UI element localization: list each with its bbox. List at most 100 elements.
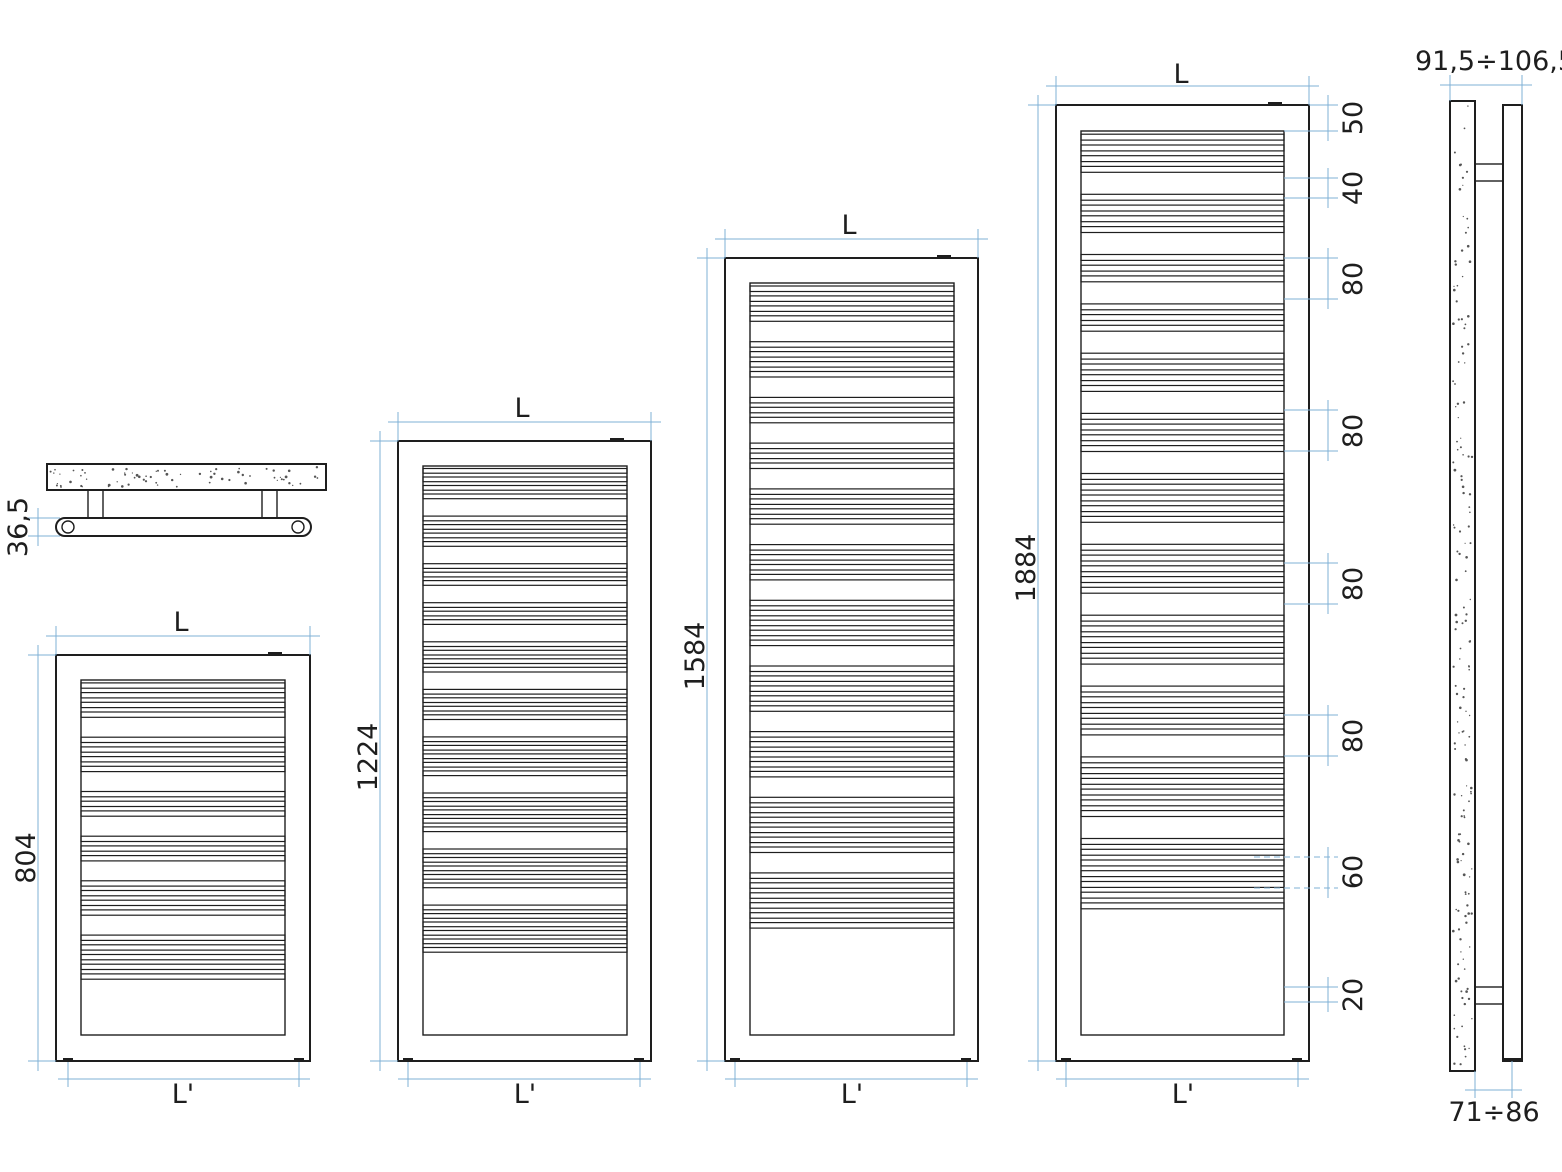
tube-bar [80,701,286,709]
texture-speck [1467,226,1469,229]
panel-1584-frame [724,257,979,1062]
top-view-tube-left [61,520,75,534]
texture-speck [1456,402,1460,405]
texture-speck [315,466,319,469]
texture-speck [228,478,231,482]
texture-speck [276,479,278,481]
texture-speck [209,475,213,479]
tube-bar [749,543,955,551]
texture-speck [1460,860,1462,862]
texture-speck [1466,785,1468,787]
texture-speck [1462,184,1464,186]
texture-speck [213,472,216,475]
panel-1884-tubes [1080,133,1285,910]
texture-speck [175,485,178,488]
tube-bar [80,854,286,862]
panel-1584-width-label: L [841,210,856,241]
texture-speck [84,472,86,474]
panel-1224-inner-width-label: L' [514,1079,536,1110]
tube-bar [749,285,955,293]
texture-speck [1468,260,1472,264]
texture-speck [1462,809,1465,812]
texture-speck [127,483,130,486]
tube-bar [1080,685,1285,693]
tube-bar [422,736,628,743]
tube-bar [1080,859,1285,867]
tube-bar [1080,363,1285,371]
texture-speck [81,469,84,471]
texture-speck [1465,170,1469,173]
texture-speck [1465,990,1468,993]
panel-1584-inner-width-label: L' [841,1079,863,1110]
tube-bar [1080,204,1285,212]
texture-speck [1470,790,1472,793]
tube-bar [422,571,628,578]
texture-speck [1463,687,1466,690]
texture-speck [1455,300,1458,303]
tube-bar [749,685,955,693]
panel-804-width-label: L [173,607,188,638]
texture-speck [279,476,281,478]
texture-speck [1465,613,1468,616]
tube-bar [1080,303,1285,311]
panel-1584-height-label: 1584 [680,622,711,691]
tube-bar [1080,483,1285,491]
texture-speck [1452,461,1455,464]
tube-bar [422,523,628,530]
panel-1224-height-label: 1224 [353,723,384,792]
texture-speck [280,478,283,481]
texture-speck [1468,665,1470,667]
texture-speck [1456,440,1458,443]
tube-bar [749,488,955,495]
tube-bar [749,639,955,647]
texture-speck [198,472,202,476]
texture-speck [1453,151,1456,154]
tube-bar [749,396,955,404]
texture-speck [124,473,127,476]
texture-speck [1457,417,1459,419]
spacing-label-6: 80 [1338,719,1369,753]
texture-speck [237,470,240,474]
texture-speck [1456,448,1459,451]
tube-bar [1080,646,1285,654]
tube-bar [749,406,955,414]
tube-bar [1080,756,1285,764]
texture-speck [1464,362,1466,364]
texture-speck [1454,628,1457,631]
tube-bar [749,902,955,909]
texture-speck [1461,622,1464,625]
texture-speck [1467,997,1471,1001]
tube-bar [422,817,628,824]
tube-bar [80,973,286,980]
texture-speck [1467,455,1470,458]
texture-speck [210,470,212,473]
texture-speck [215,468,218,471]
tube-bar [1080,543,1285,551]
texture-speck [287,469,291,473]
texture-speck [316,477,319,479]
texture-speck [1468,800,1470,803]
texture-speck [1465,758,1468,762]
texture-speck [1458,163,1462,167]
panel-804-inner-width-label: L' [172,1079,194,1110]
texture-speck [1452,929,1455,933]
panel-1584-inner [749,282,955,1036]
tube-bar [749,341,955,348]
tube-bar [749,826,955,834]
texture-speck [1462,730,1465,732]
texture-speck [1456,721,1459,723]
texture-speck [1466,244,1470,248]
texture-speck [1468,735,1471,738]
tube-bar [422,532,628,539]
texture-speck [1461,176,1464,179]
tube-bar [80,765,286,773]
texture-speck [1465,710,1467,712]
tube-bar [1080,625,1285,633]
texture-speck [1455,578,1458,582]
texture-speck [1457,318,1460,321]
tube-bar [1080,565,1285,573]
side-view-overall-depth-label: 91,5÷106,5 [1415,46,1562,77]
tube-bar [80,835,286,843]
texture-speck [1460,478,1463,481]
tube-bar [1080,717,1285,725]
